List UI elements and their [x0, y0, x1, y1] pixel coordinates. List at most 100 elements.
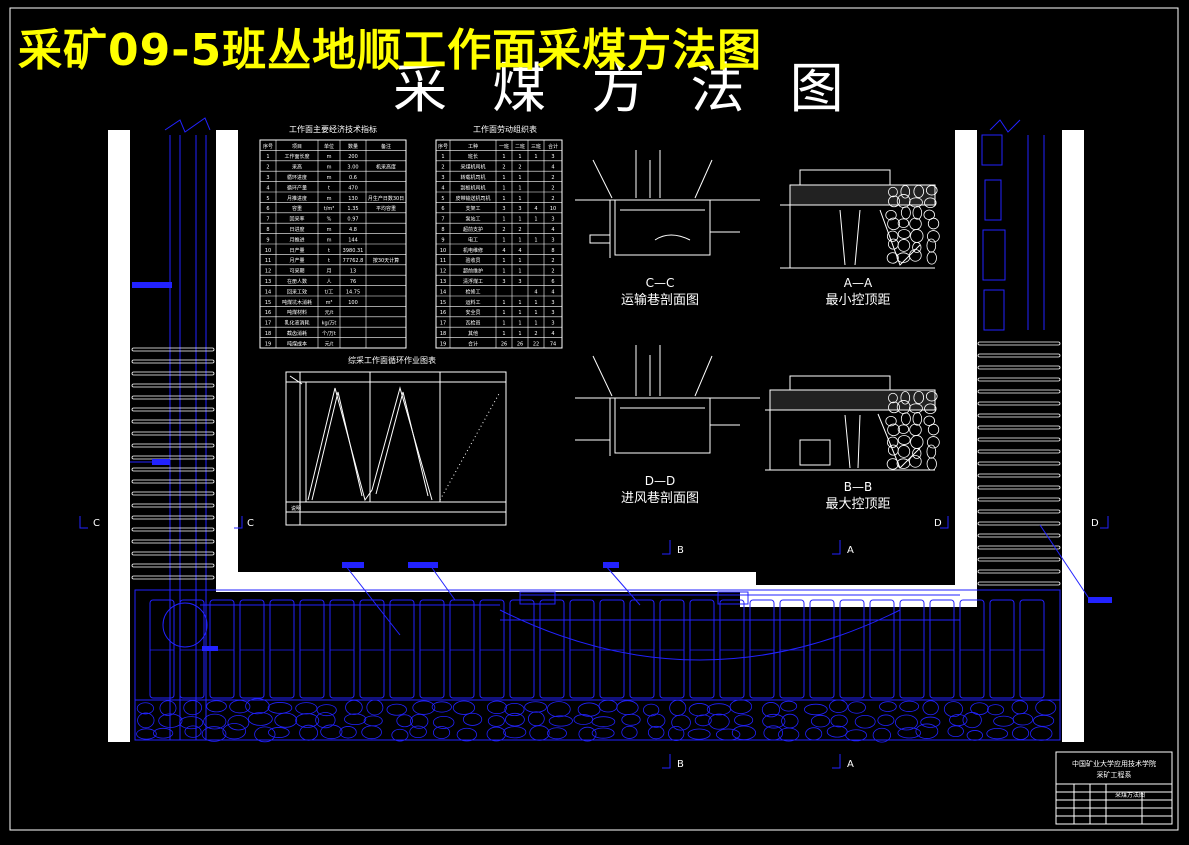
tech-table-cell: 4: [266, 185, 269, 191]
roadway-rung: [131, 347, 215, 352]
section-cc-mark: C—C: [646, 276, 675, 290]
hydraulic-support: [719, 599, 745, 699]
hydraulic-support: [959, 599, 985, 699]
staff-table-cell: 电工: [468, 236, 478, 243]
tech-table-cell: m: [327, 154, 332, 160]
rock: [826, 725, 848, 738]
tech-table-cell: t: [328, 248, 330, 254]
staff-table-cell: 1: [518, 196, 521, 202]
staff-table-cell: 1: [534, 321, 537, 327]
staff-table-cell: 5: [441, 196, 444, 202]
tech-table-cell: 144: [348, 237, 358, 243]
tech-table-cell: 470: [348, 185, 358, 191]
roadway-rung: [977, 509, 1061, 514]
staff-table-cell: 4: [551, 227, 554, 233]
tech-table-cell: 吨煤材料: [287, 309, 307, 316]
staff-table-cell: 运料工: [465, 299, 480, 306]
hydraulic-support: [749, 599, 775, 699]
rock: [895, 714, 918, 731]
staff-table-cell: 15: [440, 300, 446, 306]
rock: [386, 703, 407, 716]
rock: [872, 727, 892, 743]
tech-table-cell: m: [327, 165, 332, 171]
tech-table-cell: 77762.8: [343, 258, 364, 264]
drawing-title: 采 煤 方 法 图: [393, 57, 858, 120]
staff-table-header-cell: 一班: [499, 143, 509, 150]
right-roadway: [981, 119, 1045, 331]
title-block-institution: 中国矿业大学应用技术学院: [1072, 759, 1156, 768]
staff-table-cell: 1: [534, 154, 537, 160]
roadway-rung: [977, 341, 1061, 346]
roadway-rung: [977, 461, 1061, 466]
staff-table-cell: 3: [518, 279, 521, 285]
rock: [274, 712, 298, 728]
rock: [885, 415, 897, 427]
staff-table-header-cell: 序号: [438, 143, 448, 150]
hydraulic-support: [539, 599, 565, 699]
rock: [926, 457, 937, 471]
rock: [529, 725, 550, 741]
staff-table-cell: 2: [551, 258, 554, 264]
hydraulic-support: [239, 599, 265, 699]
roadway-rung: [977, 569, 1061, 574]
tech-table-cell: 平均容重: [376, 205, 396, 212]
marker-b-top: B: [677, 545, 684, 556]
tech-table-cell: 月产量: [289, 257, 304, 264]
rock: [267, 702, 293, 714]
roadway-rung: [977, 497, 1061, 502]
tech-table-header-cell: 单位: [324, 143, 334, 150]
rock: [203, 713, 227, 730]
tech-table-cell: 回采率: [289, 216, 304, 223]
rock: [987, 704, 1005, 716]
rock: [900, 185, 911, 199]
rock: [912, 241, 922, 253]
tech-table-header-cell: 序号: [263, 143, 273, 150]
rock: [245, 698, 270, 715]
staff-table-cell: 1: [534, 300, 537, 306]
tech-table-cell: 工作面长度: [284, 153, 309, 160]
staff-table-cell: 3: [551, 310, 554, 316]
rock: [949, 714, 968, 727]
rock: [927, 217, 940, 230]
staff-table-header-cell: 工种: [468, 143, 478, 150]
staff-table-title: 工作面劳动组织表: [473, 124, 537, 134]
rock: [888, 195, 900, 208]
hydraulic-support: [419, 599, 445, 699]
staff-table-cell: 4: [441, 185, 444, 191]
tech-table-cell: 循环进度: [287, 174, 307, 181]
rock: [396, 714, 413, 728]
staff-table-cell: 74: [550, 341, 556, 347]
rock: [923, 209, 935, 220]
rock: [339, 726, 357, 739]
tech-table-cell: 5: [266, 196, 269, 202]
hydraulic-support: [299, 599, 325, 699]
tech-table-cell: 17: [265, 321, 271, 327]
roadway-rung: [977, 449, 1061, 454]
rock: [926, 444, 937, 459]
hydraulic-support: [629, 599, 655, 699]
roadway-rung: [131, 551, 215, 556]
tech-table-cell: m³: [326, 300, 333, 306]
roadway-rung: [977, 581, 1061, 586]
tech-table-cell: 13: [350, 269, 356, 275]
right-support-rungs: [977, 341, 1061, 586]
tech-table-cell: 19: [265, 341, 271, 347]
roadway-rung: [131, 443, 215, 448]
tech-table-cell: 0.6: [349, 175, 357, 181]
rock: [462, 712, 483, 726]
staff-table-cell: 机电维修: [463, 247, 483, 254]
staff-table-cell: 2: [551, 196, 554, 202]
staff-table-cell: 12: [440, 269, 446, 275]
rock: [687, 728, 711, 740]
rock: [810, 714, 831, 728]
cycle-chart: [285, 371, 507, 526]
hydraulic-support: [359, 599, 385, 699]
tech-table-cell: %: [327, 217, 332, 223]
rock: [888, 401, 900, 414]
tech-table-cell: m: [327, 227, 332, 233]
roadway-rung: [131, 491, 215, 496]
section-markers: [79, 516, 1109, 769]
tech-table-header-cell: 数量: [348, 143, 358, 150]
rock: [179, 716, 204, 730]
